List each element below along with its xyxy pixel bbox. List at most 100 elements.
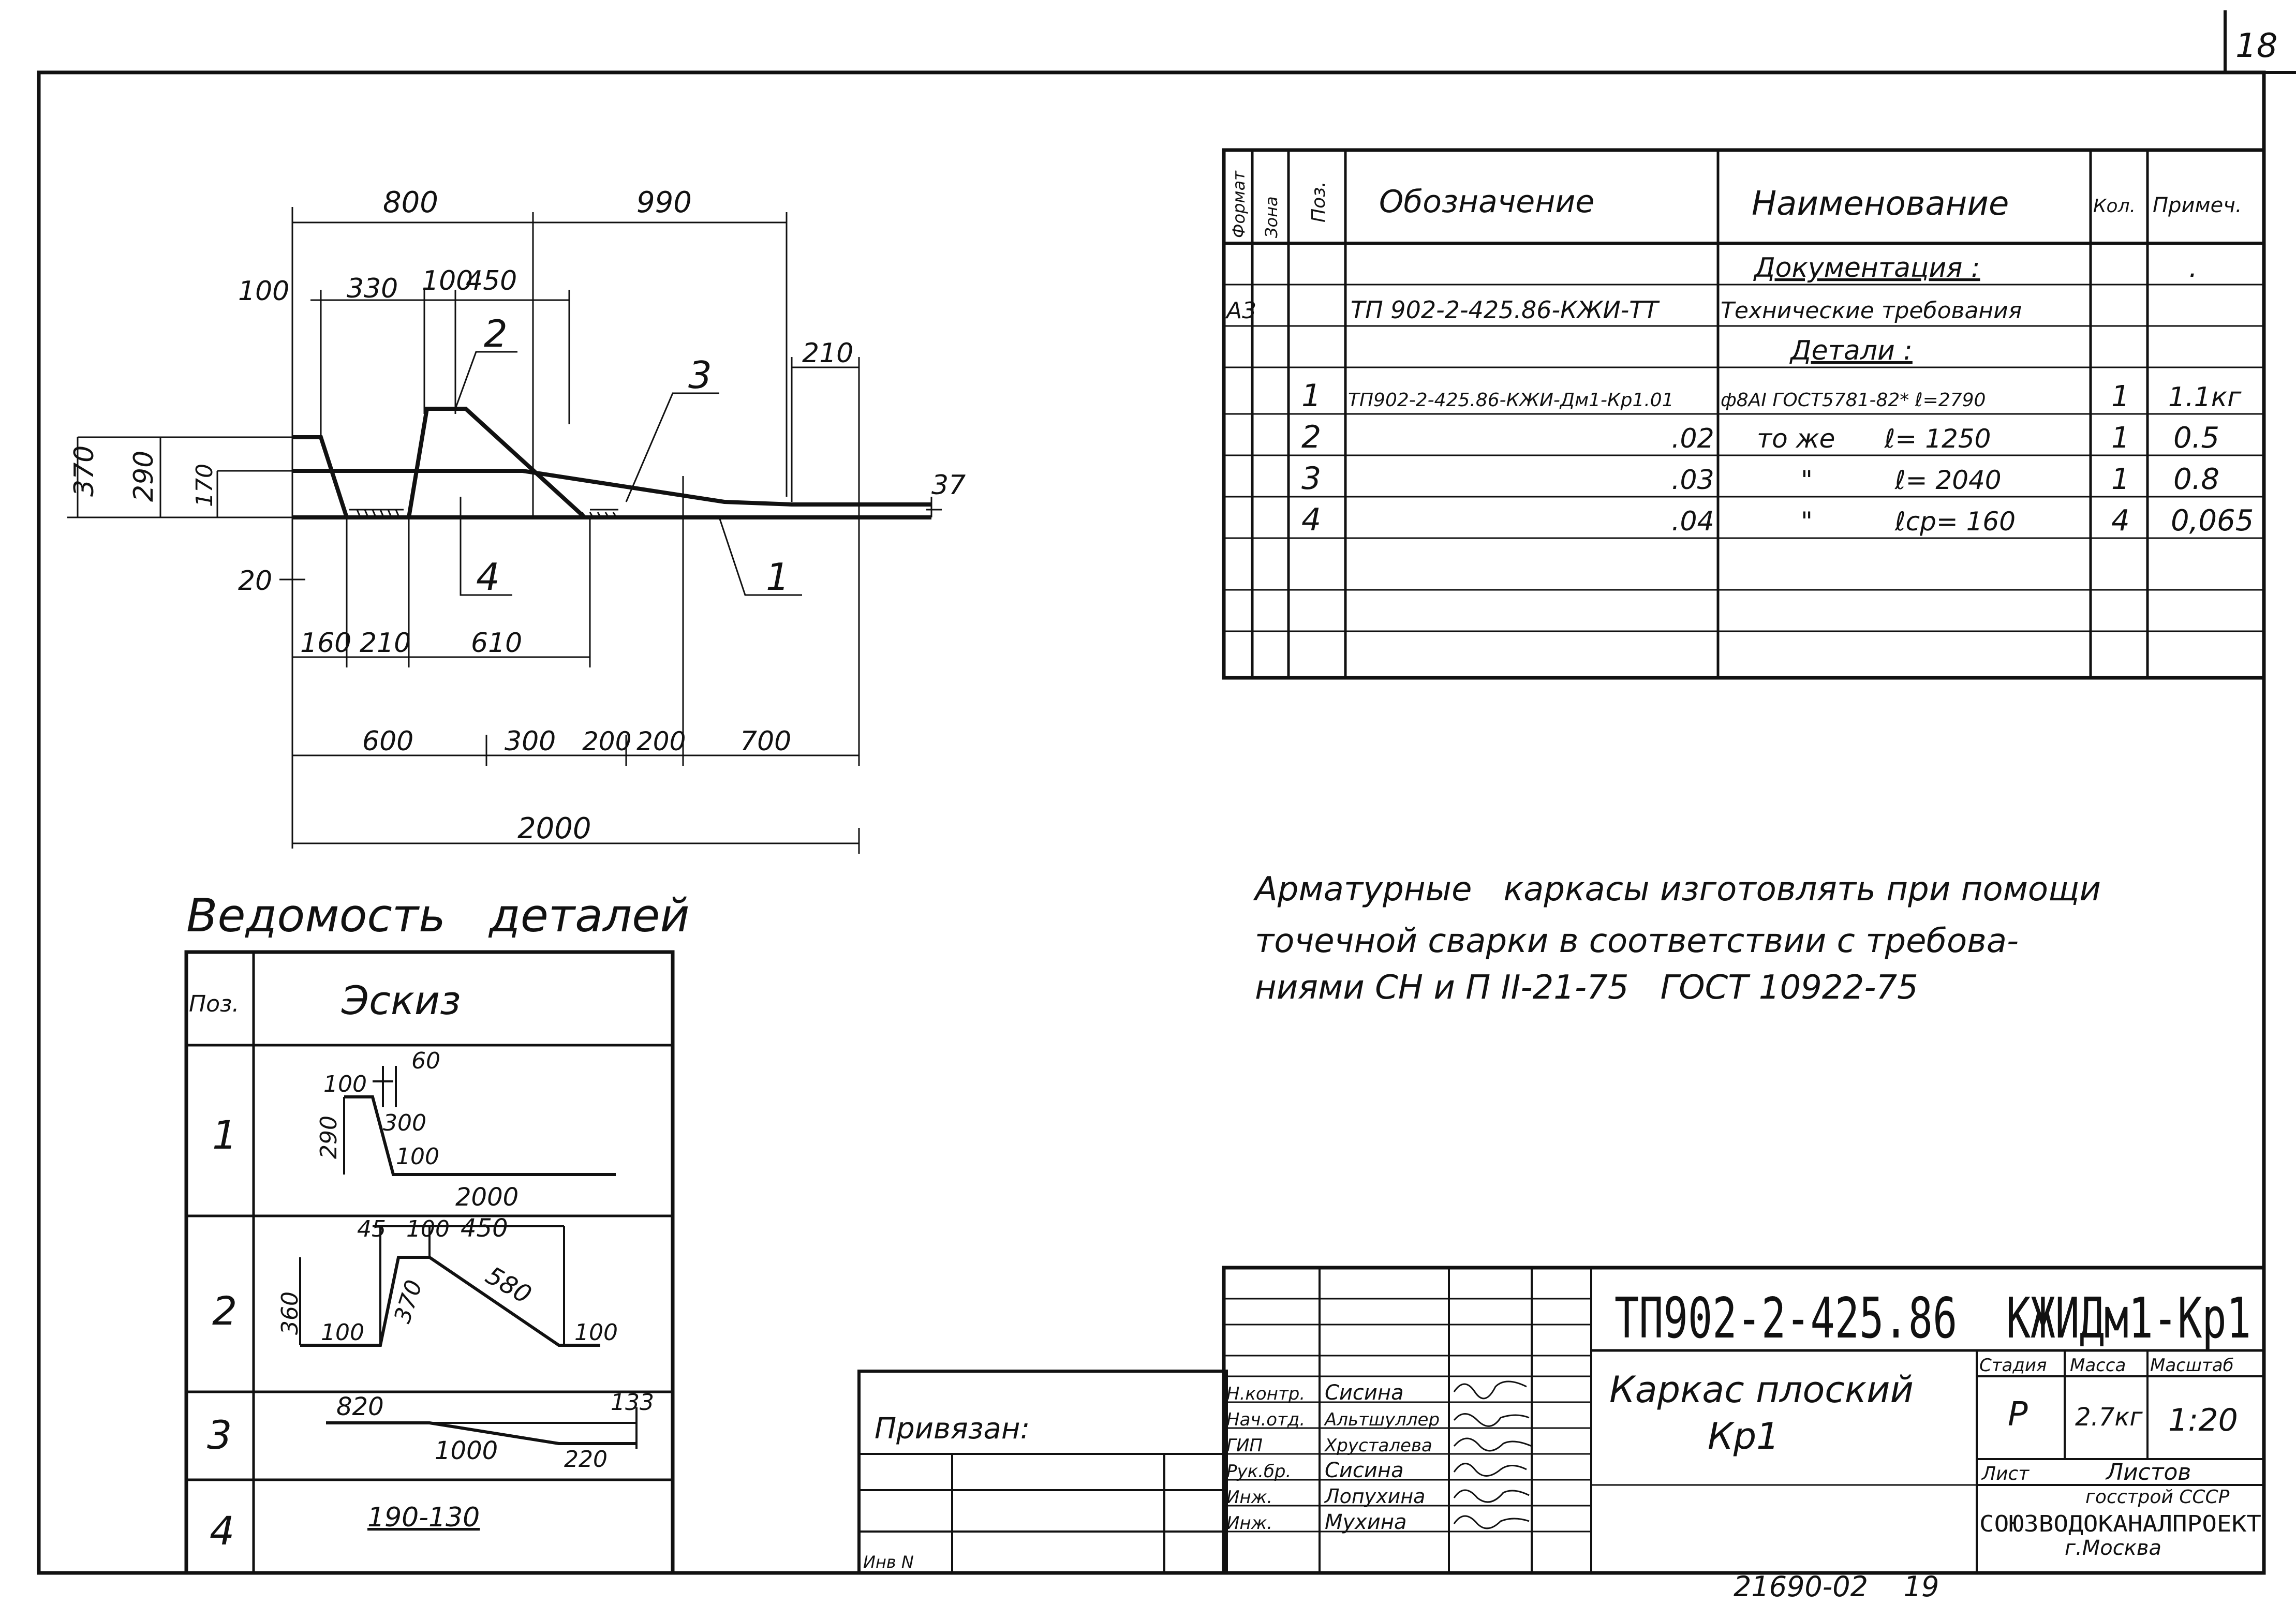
sheet-label: Лист (1981, 1463, 2030, 1484)
dim-450: 450 (466, 265, 517, 296)
spec-row-5-qty: 1 (2111, 421, 2130, 455)
spec-row-7-note: 0,065 (2171, 504, 2254, 538)
sketch-3 (326, 1407, 638, 1449)
signature-marks (1453, 1380, 1532, 1529)
general-note: Арматурные каркасы изготовлять при помощ… (1253, 870, 2101, 1007)
sig-role-4: Рук.бр. (1226, 1461, 1291, 1482)
details-title: Ведомость деталей (186, 889, 690, 942)
pos-label-3: 3 (688, 353, 712, 397)
dim-100-a: 100 (238, 276, 289, 307)
sketch-3-dim-1000: 1000 (435, 1436, 498, 1465)
sketch-2-dim-370: 370 (389, 1277, 427, 1327)
title-block (1222, 1266, 2266, 1575)
sig-role-1: Н.контр. (1226, 1384, 1305, 1404)
dim-700: 700 (740, 726, 791, 757)
dim-2000: 2000 (517, 812, 591, 845)
sketch-3-dim-220: 220 (564, 1446, 608, 1473)
spec-row-4-designation: ТП902-2-425.86-КЖИ-Дм1-Кр1.01 (1348, 390, 1674, 411)
spec-row-2-designation: ТП 902-2-425.86-КЖИ-ТТ (1351, 296, 1660, 324)
pos-label-2: 2 (484, 312, 508, 355)
title-block-text: ТП902-2-425.86 КЖИДм1-Кр1 Каркас плоский… (1226, 1286, 2261, 1560)
details-header-sketch: Эскиз (341, 977, 461, 1023)
sketch-2-dim-100-b: 100 (321, 1319, 364, 1346)
details-row-4-pos: 4 (210, 1508, 234, 1554)
sketch-3-dim-820: 820 (336, 1392, 384, 1421)
pos-label-4: 4 (476, 555, 500, 599)
spec-header-format: Формат (1229, 170, 1249, 238)
dim-370: 370 (69, 445, 100, 497)
org-line-2: СОЮЗВОДОКАНАЛПРОЕКТ (1979, 1511, 2261, 1537)
sig-name-6: Мухина (1325, 1510, 1407, 1534)
details-table-text: Поз. Эскиз 1 100 60 290 300 100 2000 2 4… (189, 977, 654, 1554)
spec-row-3-name: Детали : (1789, 335, 1913, 366)
spec-row-4-note: 1.1кг (2168, 382, 2242, 413)
spec-table-text: Формат Зона Поз. Обозначение Наименовани… (1225, 170, 2254, 538)
spec-header-qty: Кол. (2093, 196, 2136, 217)
sig-role-5: Инж. (1226, 1487, 1272, 1508)
spec-row-1-note: . (2189, 252, 2198, 284)
dim-210-b: 210 (360, 628, 411, 659)
spec-row-7-designation: .04 (1671, 506, 1714, 537)
sig-name-4: Сисина (1325, 1459, 1404, 1482)
dim-800: 800 (383, 186, 438, 219)
sketch-1-dim-100: 100 (323, 1071, 367, 1097)
dim-330: 330 (347, 273, 398, 304)
note-line-2: точечной сварки в соответствии с требова… (1255, 922, 2019, 960)
sketch-4-dim: 190-130 (367, 1502, 480, 1533)
dim-200-a: 200 (582, 726, 631, 756)
sketch-1-dim-2000: 2000 (455, 1183, 519, 1212)
title-line-1: Каркас плоский (1609, 1369, 1914, 1411)
sig-name-2: Альтшуллер (1324, 1409, 1440, 1430)
spec-header-name: Наименование (1752, 185, 2009, 223)
spec-table (1222, 148, 2266, 680)
spec-row-6-note: 0.8 (2173, 463, 2219, 496)
sketch-2-dim-580: 580 (481, 1261, 536, 1310)
sketch-2-dim-45: 45 (357, 1216, 386, 1242)
privyazan-block (857, 1370, 1228, 1574)
spec-row-6-qty: 1 (2111, 463, 2130, 496)
org-line-3: г.Москва (2065, 1536, 2161, 1560)
dim-290: 290 (128, 451, 159, 502)
sketch-1-dim-100-b: 100 (396, 1143, 439, 1170)
dim-160: 160 (300, 628, 351, 659)
bar-2 (292, 407, 621, 519)
sketch-2 (299, 1225, 600, 1347)
spec-header-pos: Поз. (1308, 181, 1329, 222)
spec-row-6-name: " ℓ= 2040 (1801, 465, 2002, 495)
spec-row-5-name: то же ℓ= 1250 (1757, 424, 1991, 454)
sketch-2-dim-100: 100 (406, 1216, 450, 1242)
spec-row-4-pos: 1 (1301, 378, 1321, 414)
details-header-pos: Поз. (189, 991, 239, 1017)
mass-header: Масса (2070, 1355, 2126, 1376)
sig-name-1: Сисина (1325, 1381, 1404, 1405)
dim-200-b: 200 (636, 726, 686, 756)
sig-role-2: Нач.отд. (1226, 1409, 1305, 1430)
spec-row-7-name: " ℓср= 160 (1801, 507, 2016, 537)
privyazan-label: Привязан: (875, 1412, 1030, 1446)
details-row-1-pos: 1 (212, 1112, 237, 1158)
spec-header-note: Примеч. (2153, 194, 2242, 217)
sig-name-5: Лопухина (1324, 1485, 1425, 1508)
sketch-2-dim-100-c: 100 (574, 1319, 618, 1346)
pos-label-1: 1 (766, 555, 790, 599)
mass-value: 2.7кг (2075, 1403, 2143, 1432)
title-code: ТП902-2-425.86 КЖИДм1-Кр1 (1614, 1286, 2251, 1351)
spec-row-1-name: Документация : (1753, 252, 1980, 284)
spec-row-5-note: 0.5 (2173, 421, 2219, 455)
sketch-3-dim-133: 133 (611, 1389, 654, 1416)
stage-header: Стадия (1979, 1355, 2047, 1376)
scale-header: Масштаб (2150, 1355, 2234, 1376)
dim-210: 210 (802, 338, 853, 369)
details-table (184, 950, 675, 1575)
dim-990: 990 (636, 186, 692, 219)
frame-drawing (67, 207, 942, 854)
spec-row-6-designation: .03 (1671, 465, 1714, 496)
sig-name-3: Хрусталева (1324, 1435, 1432, 1456)
sketch-1-dim-290: 290 (316, 1116, 342, 1159)
dim-610: 610 (471, 628, 522, 659)
spec-row-7-qty: 4 (2111, 504, 2130, 538)
drawing-dims: 800 990 100 330 100 450 210 370 290 170 … (69, 186, 966, 845)
sketch-2-dim-360: 360 (277, 1291, 303, 1335)
spec-header-designation: Обозначение (1379, 184, 1594, 220)
